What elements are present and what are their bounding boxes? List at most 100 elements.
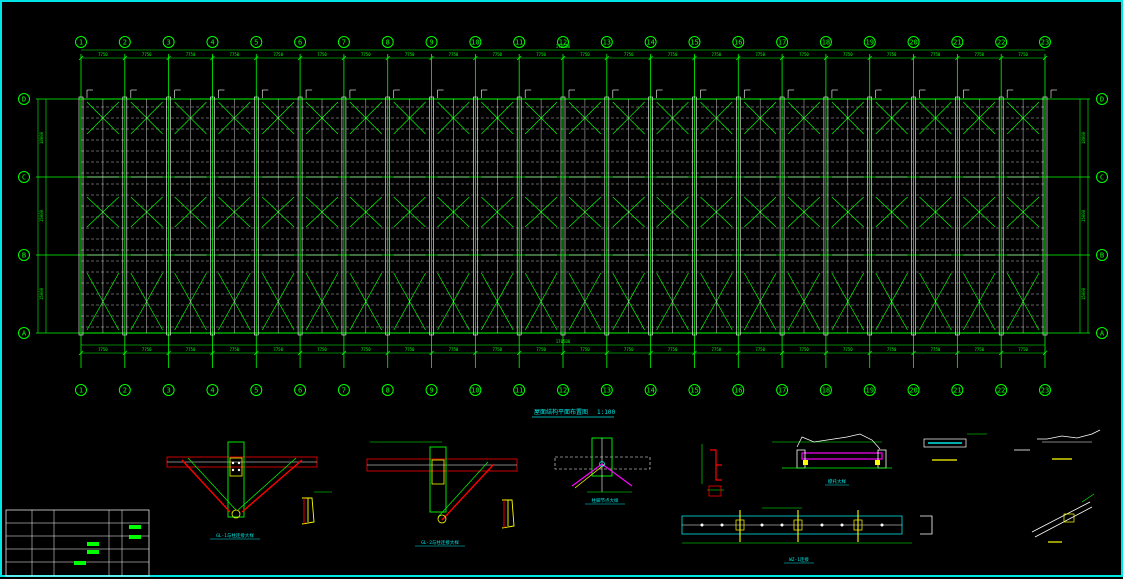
column-axis-top-label: 22 [997, 39, 1005, 47]
column-axis-top-label: 3 [167, 39, 171, 47]
column-axis-bottom-bubble [1039, 384, 1051, 396]
dimension-tick [429, 350, 434, 356]
column-axis-bottom-bubble [250, 384, 263, 396]
bay-dimension: 7750 [317, 52, 327, 57]
dimension-tick [516, 55, 522, 61]
column-axis-top-label: 8 [386, 39, 390, 47]
bay-dimension: 7750 [843, 347, 853, 352]
dimension-tick [648, 55, 653, 61]
bay-dimension: 7750 [273, 52, 283, 57]
column-axis-bottom-label: 4 [210, 387, 214, 395]
row-axis-right-bubble [1096, 171, 1108, 183]
row-axis-right-bubble [1096, 93, 1108, 105]
column-axis-top-bubble [819, 36, 832, 48]
column-axis-top-bubble [557, 36, 569, 48]
column-axis-top-label: 1 [79, 39, 83, 47]
column-axis-bottom-label: 1 [79, 387, 83, 395]
column-axis-bottom-label: 8 [386, 387, 390, 395]
column-axis-top-bubble [469, 36, 482, 48]
column-axis-top-bubble [162, 36, 175, 48]
row-spacing-dimension: 18000 [1081, 131, 1086, 144]
detail-caption: WZ-1连接 [789, 556, 809, 563]
roof-framing-plan [36, 54, 1090, 368]
column-axis-bottom-label: 10 [471, 387, 479, 395]
row-axis-right-bubble [1096, 327, 1108, 339]
column-axis-top-label: 14 [646, 39, 654, 47]
row-spacing-dimension: 15000 [39, 209, 44, 222]
drawing-scale: 1:100 [597, 409, 615, 416]
rafter [911, 96, 916, 336]
rafter [955, 96, 960, 336]
bay-dimension: 7750 [843, 52, 853, 57]
column-axis-top-bubble [250, 36, 263, 48]
bay-dimension: 7750 [230, 347, 240, 352]
rafter [560, 96, 566, 336]
bay-dimension: 7750 [142, 52, 152, 57]
column-axis-top-bubble [425, 36, 438, 48]
bay-dimension: 7750 [98, 347, 108, 352]
bay-dimension: 7750 [974, 52, 984, 57]
dimension-tick [516, 350, 522, 356]
dimension-tick [341, 350, 347, 356]
column-axis-top-label: 6 [298, 39, 302, 47]
dimension-tick [122, 350, 128, 356]
row-axis-right-label: A [1100, 330, 1105, 338]
row-axis-left-label: C [22, 174, 26, 182]
detail-caption: 檩托大样 [828, 478, 846, 485]
column-axis-bottom-bubble [600, 384, 613, 396]
column-axis-top-label: 21 [953, 39, 961, 47]
bay-dimension: 7750 [799, 347, 809, 352]
detail-wz1-connection [681, 507, 933, 544]
rafter [210, 96, 215, 336]
dimension-tick [429, 55, 434, 61]
dimension-tick [166, 55, 171, 61]
row-axis-right-label: B [1100, 252, 1104, 260]
column-axis-top-bubble [995, 36, 1008, 48]
dimension-tick [297, 55, 303, 61]
bay-dimension: 7750 [755, 52, 765, 57]
dimension-tick [253, 350, 259, 356]
bay-dimension: 7750 [580, 347, 590, 352]
column-axis-top-label: 5 [254, 39, 258, 47]
bay-dimension: 7750 [361, 52, 371, 57]
bay-dimension: 7750 [142, 347, 152, 352]
rafter [779, 96, 785, 336]
total-dimension: 170500 [556, 339, 571, 344]
bay-dimension: 7750 [887, 52, 897, 57]
bay-dimension: 7750 [449, 52, 459, 57]
column-axis-bottom-label: 6 [298, 387, 302, 395]
bay-dimension: 7750 [580, 52, 590, 57]
detail-gl1-connection [166, 441, 332, 525]
title-block-stamp [87, 550, 99, 554]
column-axis-bottom-label: 21 [953, 387, 961, 395]
bay-dimension: 7750 [186, 347, 196, 352]
bay-dimension: 7750 [799, 52, 809, 57]
column-axis-top-label: 16 [734, 39, 742, 47]
bay-dimension: 7750 [405, 347, 415, 352]
column-axis-top-bubble [732, 36, 745, 48]
dimension-tick [955, 350, 960, 356]
dimension-tick [385, 350, 391, 356]
column-axis-bottom-label: 16 [734, 387, 742, 395]
column-axis-top-label: 19 [866, 39, 874, 47]
row-axis-left-bubble [18, 93, 30, 105]
column-axis-top-label: 17 [778, 39, 786, 47]
detail-inclined-bracket [1031, 493, 1095, 543]
dimension-tick [166, 350, 171, 356]
column-axis-top-bubble [294, 36, 307, 48]
column-axis-bottom-bubble [819, 384, 832, 396]
column-axis-bottom-bubble [337, 384, 350, 396]
detail-caption: GL-2与柱连接大样 [421, 539, 459, 546]
bay-dimension: 7750 [449, 347, 459, 352]
bay-dimension: 7750 [974, 347, 984, 352]
dimension-tick [341, 55, 347, 61]
total-dimension: 170500 [556, 44, 571, 49]
column-axis-bottom-bubble [425, 384, 438, 396]
rafter [735, 96, 741, 336]
column-axis-bottom-label: 20 [909, 387, 917, 395]
column-axis-bottom-label: 5 [254, 387, 258, 395]
bay-dimension: 7750 [405, 52, 415, 57]
